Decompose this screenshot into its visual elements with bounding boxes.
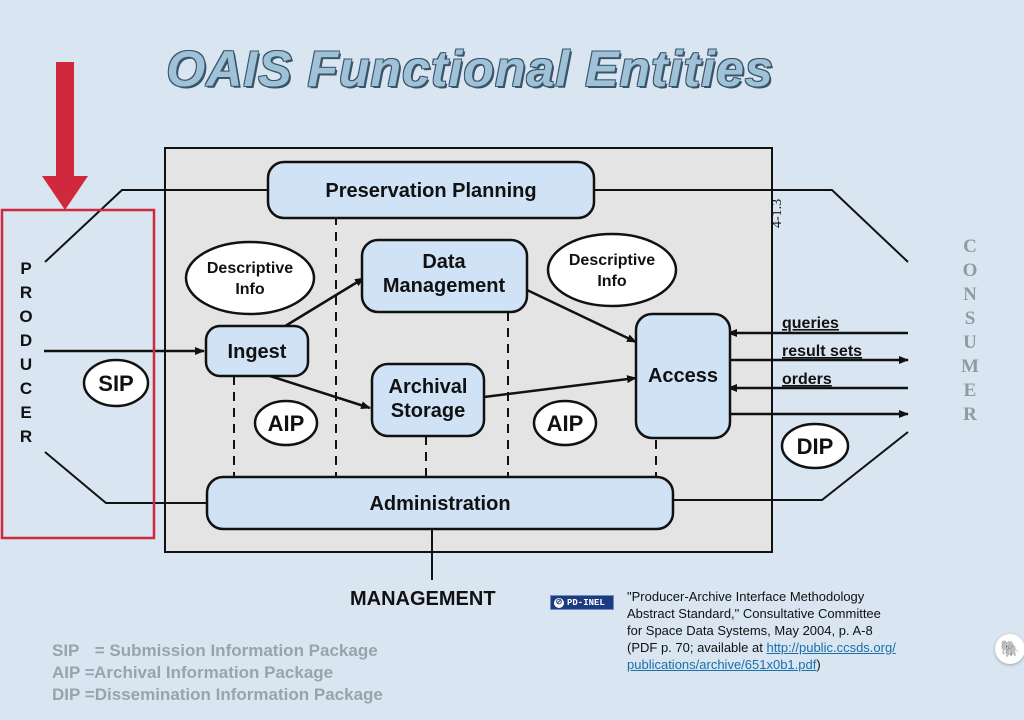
- access-box: [634, 312, 732, 440]
- legend-text: = Submission Information Package: [94, 641, 378, 660]
- legend-abbr: AIP =: [52, 663, 95, 682]
- descriptive-info-left-label-1: Descriptive: [207, 260, 293, 277]
- ingest-box: [204, 324, 310, 378]
- legend-row: SIP = Submission Information Package: [52, 640, 383, 662]
- legend-abbr: SIP: [52, 641, 80, 660]
- producer-letter: U: [19, 355, 33, 374]
- aip-left-label: AIP: [268, 411, 305, 436]
- administration-box: [205, 475, 675, 531]
- producer-bottom-line: [44, 451, 210, 504]
- legend-abbr: DIP =: [52, 685, 95, 704]
- aip-right-label: AIP: [547, 411, 584, 436]
- citation-link-continued[interactable]: publications/archive/651x0b1.pdf: [627, 657, 817, 672]
- consumer-letter: E: [963, 380, 977, 401]
- citation-link[interactable]: http://public.ccsds.org/: [766, 640, 896, 655]
- producer-letter: R: [19, 427, 33, 446]
- legend-text: Dissemination Information Package: [94, 685, 383, 704]
- aip-left-oval: [253, 399, 319, 447]
- slide-title: OAIS Functional Entities: [166, 41, 774, 97]
- orders-label: orders: [782, 371, 832, 388]
- sip-label: SIP: [98, 371, 133, 396]
- citation-line: for Space Data Systems, May 2004, p. A-8: [627, 623, 873, 638]
- legend: SIP = Submission Information Package AIP…: [52, 640, 383, 706]
- consumer-letter: N: [963, 284, 977, 305]
- evernote-elephant-icon[interactable]: 🐘: [995, 634, 1024, 664]
- ingest-to-storage-arrow: [269, 374, 371, 410]
- citation-line: "Producer-Archive Interface Methodology: [627, 589, 865, 604]
- descriptive-info-right-oval: [546, 232, 678, 308]
- archival-storage-box: [370, 362, 486, 438]
- descriptive-info-right-label-2: Info: [597, 273, 627, 290]
- producer-letter: O: [19, 307, 33, 326]
- storage-to-access-arrow: [483, 375, 637, 399]
- consumer-letter: C: [963, 236, 977, 257]
- citation-suffix: ): [816, 657, 821, 672]
- datamgmt-to-access-arrow: [526, 288, 637, 344]
- descriptive-info-left-label-2: Info: [235, 281, 265, 298]
- access-label: Access: [648, 365, 718, 387]
- ingest-label: Ingest: [228, 341, 287, 363]
- producer-letter: E: [20, 403, 32, 422]
- producer-letter: P: [20, 259, 32, 278]
- producer-top-line: [44, 189, 270, 263]
- archival-storage-label-2: Storage: [391, 400, 465, 422]
- descriptive-info-left-oval: [184, 240, 316, 316]
- data-management-box: [360, 238, 529, 314]
- producer-letter: R: [19, 283, 33, 302]
- data-management-label-1: Data: [422, 251, 466, 273]
- result-sets-label: result sets: [782, 343, 862, 360]
- figure-code: 4-1.3: [770, 198, 785, 228]
- legend-row: DIP = Dissemination Information Package: [52, 684, 383, 706]
- dip-label: DIP: [797, 434, 834, 459]
- legend-row: AIP = Archival Information Package: [52, 662, 383, 684]
- public-domain-icon: ⊘: [554, 597, 564, 608]
- consumer-letter: M: [961, 356, 979, 377]
- sip-oval: [82, 358, 150, 408]
- preservation-planning-label: Preservation Planning: [325, 180, 536, 202]
- citation-line: publications/archive/651x0b1.pdf): [627, 656, 957, 673]
- dip-oval: [780, 422, 850, 470]
- preservation-planning-box: [266, 160, 596, 220]
- management-label: MANAGEMENT: [350, 588, 496, 610]
- citation-line: (PDF p. 70; available at http://public.c…: [627, 639, 957, 656]
- producer-letter: C: [19, 379, 33, 398]
- license-badge-label: PD-INEL: [567, 597, 605, 608]
- ingest-to-datamgmt-arrow: [281, 276, 365, 330]
- queries-label: queries: [782, 315, 839, 332]
- archival-storage-label-1: Archival: [389, 376, 468, 398]
- consumer-letter: O: [962, 260, 978, 281]
- citation: "Producer-Archive Interface Methodology …: [627, 588, 957, 673]
- consumer-bottom-line: [672, 431, 909, 501]
- consumer-letter: S: [964, 308, 976, 329]
- citation-prefix: (PDF p. 70; available at: [627, 640, 767, 655]
- consumer-letter: R: [963, 404, 977, 425]
- legend-text: Archival Information Package: [94, 663, 334, 682]
- consumer-top-line: [592, 189, 909, 263]
- producer-highlight-box: [0, 208, 156, 540]
- red-arrow-head: [42, 176, 88, 210]
- consumer-letter: U: [963, 332, 977, 353]
- descriptive-info-right-label-1: Descriptive: [569, 252, 655, 269]
- aip-right-oval: [532, 399, 598, 447]
- administration-label: Administration: [369, 493, 510, 515]
- red-arrow-shaft: [56, 62, 74, 182]
- producer-letter: D: [19, 331, 33, 350]
- data-management-label-2: Management: [383, 275, 506, 297]
- license-badge[interactable]: ⊘ PD-INEL: [550, 595, 614, 610]
- citation-line: Abstract Standard," Consultative Committ…: [627, 606, 881, 621]
